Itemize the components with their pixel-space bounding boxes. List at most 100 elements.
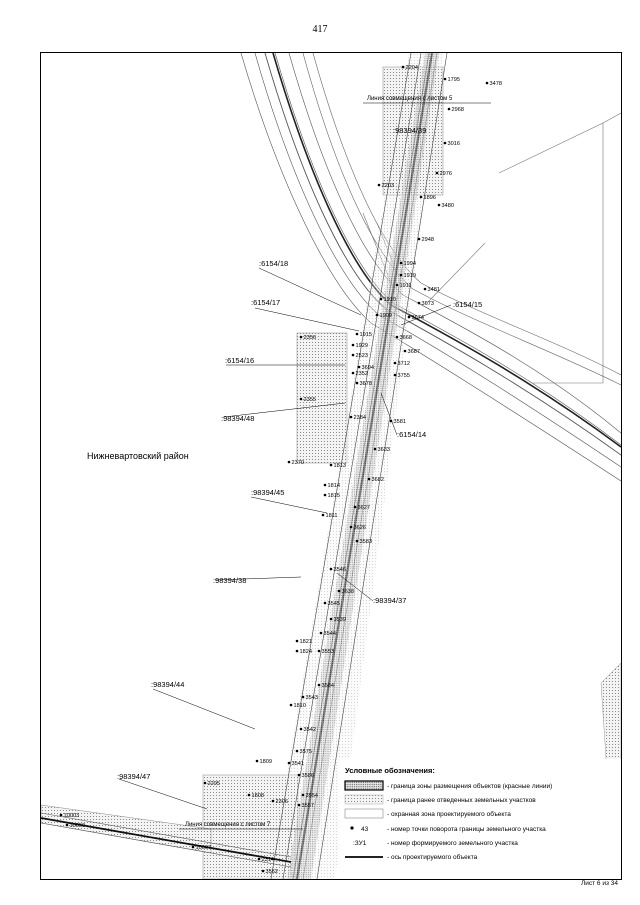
- region-label: Нижневартовский район: [87, 451, 189, 461]
- turning-point-marker: [417, 237, 421, 241]
- turning-point-marker: [299, 335, 303, 339]
- turning-point-number: 3541: [292, 761, 304, 767]
- turning-point-marker: [295, 649, 299, 653]
- turning-point-marker: [297, 803, 301, 807]
- legend-point-symbol: [350, 826, 354, 830]
- turning-point-marker: [401, 65, 405, 69]
- turning-point-marker: [289, 703, 293, 707]
- turning-point-marker: [435, 171, 439, 175]
- turning-point-number: 3673: [422, 301, 434, 307]
- parcel-label: :98394/39: [393, 126, 426, 135]
- turning-point-number: 2976: [440, 171, 452, 177]
- turning-point-marker: [355, 539, 359, 543]
- turning-point-marker: [419, 195, 423, 199]
- turning-point-number: 1813: [334, 463, 346, 469]
- turning-point-marker: [395, 283, 399, 287]
- turning-point-marker: [373, 447, 377, 451]
- parcel-label: :6154/15: [453, 300, 482, 309]
- turning-point-number: 1911: [400, 283, 412, 289]
- parcel-label: :6154/16: [225, 356, 254, 365]
- turning-point-number: 3668: [400, 335, 412, 341]
- turning-point-number: 2295: [208, 781, 220, 787]
- turning-point-number: 2968: [452, 107, 464, 113]
- turning-point-marker: [485, 81, 489, 85]
- turning-point-number: 10007: [196, 845, 212, 851]
- turning-point-number: 2306: [276, 799, 288, 805]
- legend-swatch-allotted-parcels: [344, 794, 384, 805]
- turning-point-number: 1814: [328, 483, 340, 489]
- turning-point-marker: [299, 397, 303, 401]
- turning-point-number: 3481: [428, 287, 440, 293]
- legend-item-text: - граница зоны размещения объектов (крас…: [387, 782, 552, 790]
- turning-point-number: 1994: [404, 261, 416, 267]
- turning-point-marker: [287, 761, 291, 765]
- turning-point-number: 2203: [382, 183, 394, 189]
- turning-point-number: 1811: [326, 513, 338, 519]
- turning-point-number: 1810: [294, 703, 306, 709]
- turning-point-marker: [329, 567, 333, 571]
- turning-point-number: 3586: [302, 773, 314, 779]
- turning-point-number: 1824: [300, 649, 312, 655]
- join-line-bottom-label: Линия совмещения с листом 7: [185, 822, 271, 828]
- turning-point-number: 3557: [302, 803, 314, 809]
- legend-item-text: - ось проектируемого объекта: [387, 853, 478, 861]
- turning-point-marker: [299, 727, 303, 731]
- turning-point-marker: [301, 695, 305, 699]
- turning-point-marker: [319, 631, 323, 635]
- turning-point-number: 1910: [384, 297, 396, 303]
- parcel-label: :6154/14: [397, 430, 426, 439]
- turning-point-number: 3016: [448, 141, 460, 147]
- turning-point-marker: [295, 639, 299, 643]
- turning-point-marker: [261, 869, 265, 873]
- turning-point-number: 3712: [398, 361, 410, 367]
- turning-point-number: 3687: [408, 349, 420, 355]
- parcel-label: :6154/17: [251, 298, 280, 307]
- turning-point-marker: [317, 683, 321, 687]
- turning-point-marker: [257, 857, 261, 861]
- turning-point-number: 10003: [64, 813, 80, 819]
- turning-point-marker: [393, 361, 397, 365]
- turning-point-number: 3638: [342, 589, 354, 595]
- turning-point-marker: [393, 373, 397, 377]
- turning-point-number: 10050: [70, 823, 86, 829]
- turning-point-marker: [203, 781, 207, 785]
- turning-point-marker: [389, 419, 393, 423]
- legend-swatch-protection-zone: [344, 808, 384, 819]
- turning-point-number: 2355: [304, 397, 316, 403]
- turning-point-marker: [349, 525, 353, 529]
- turning-point-marker: [329, 463, 333, 467]
- turning-point-marker: [355, 381, 359, 385]
- turning-point-marker: [417, 301, 421, 305]
- turning-point-marker: [295, 749, 299, 753]
- turning-point-marker: [377, 183, 381, 187]
- turning-point-number: 3478: [490, 81, 502, 87]
- turning-point-marker: [443, 77, 447, 81]
- turning-point-marker: [323, 483, 327, 487]
- legend-point-number: 43: [361, 826, 369, 833]
- legend: Условные обозначения: - граница зоны раз…: [339, 759, 621, 879]
- turning-point-marker: [351, 343, 355, 347]
- turning-point-marker: [255, 759, 259, 763]
- parcel-label: :98394/47: [117, 772, 150, 781]
- turning-point-marker: [399, 261, 403, 265]
- parcel-label: :98394/44: [151, 680, 184, 689]
- turning-point-number: 1929: [356, 343, 368, 349]
- sheet-footer: Лист 6 из 34: [581, 880, 618, 887]
- legend-parcel-symbol: :ЗУ1: [353, 840, 367, 847]
- main-corridor: [269, 53, 448, 879]
- turning-point-marker: [367, 477, 371, 481]
- turning-point-marker: [395, 335, 399, 339]
- turning-point-number: 2204: [406, 65, 418, 71]
- turning-point-number: 1809: [260, 759, 272, 765]
- turning-point-marker: [329, 617, 333, 621]
- turning-point-marker: [407, 315, 411, 319]
- turning-point-number: 3694: [362, 365, 374, 371]
- legend-swatch-red-line-zone: [344, 780, 384, 791]
- parcel-label: :98394/48: [221, 414, 254, 423]
- turning-point-marker: [447, 107, 451, 111]
- turning-point-number: 3553: [322, 649, 334, 655]
- turning-point-number: 1919: [404, 273, 416, 279]
- turning-point-number: 1909: [380, 313, 392, 319]
- turning-points: 2204179534782968301629762203189634802948…: [59, 65, 502, 875]
- turning-point-marker: [443, 141, 447, 145]
